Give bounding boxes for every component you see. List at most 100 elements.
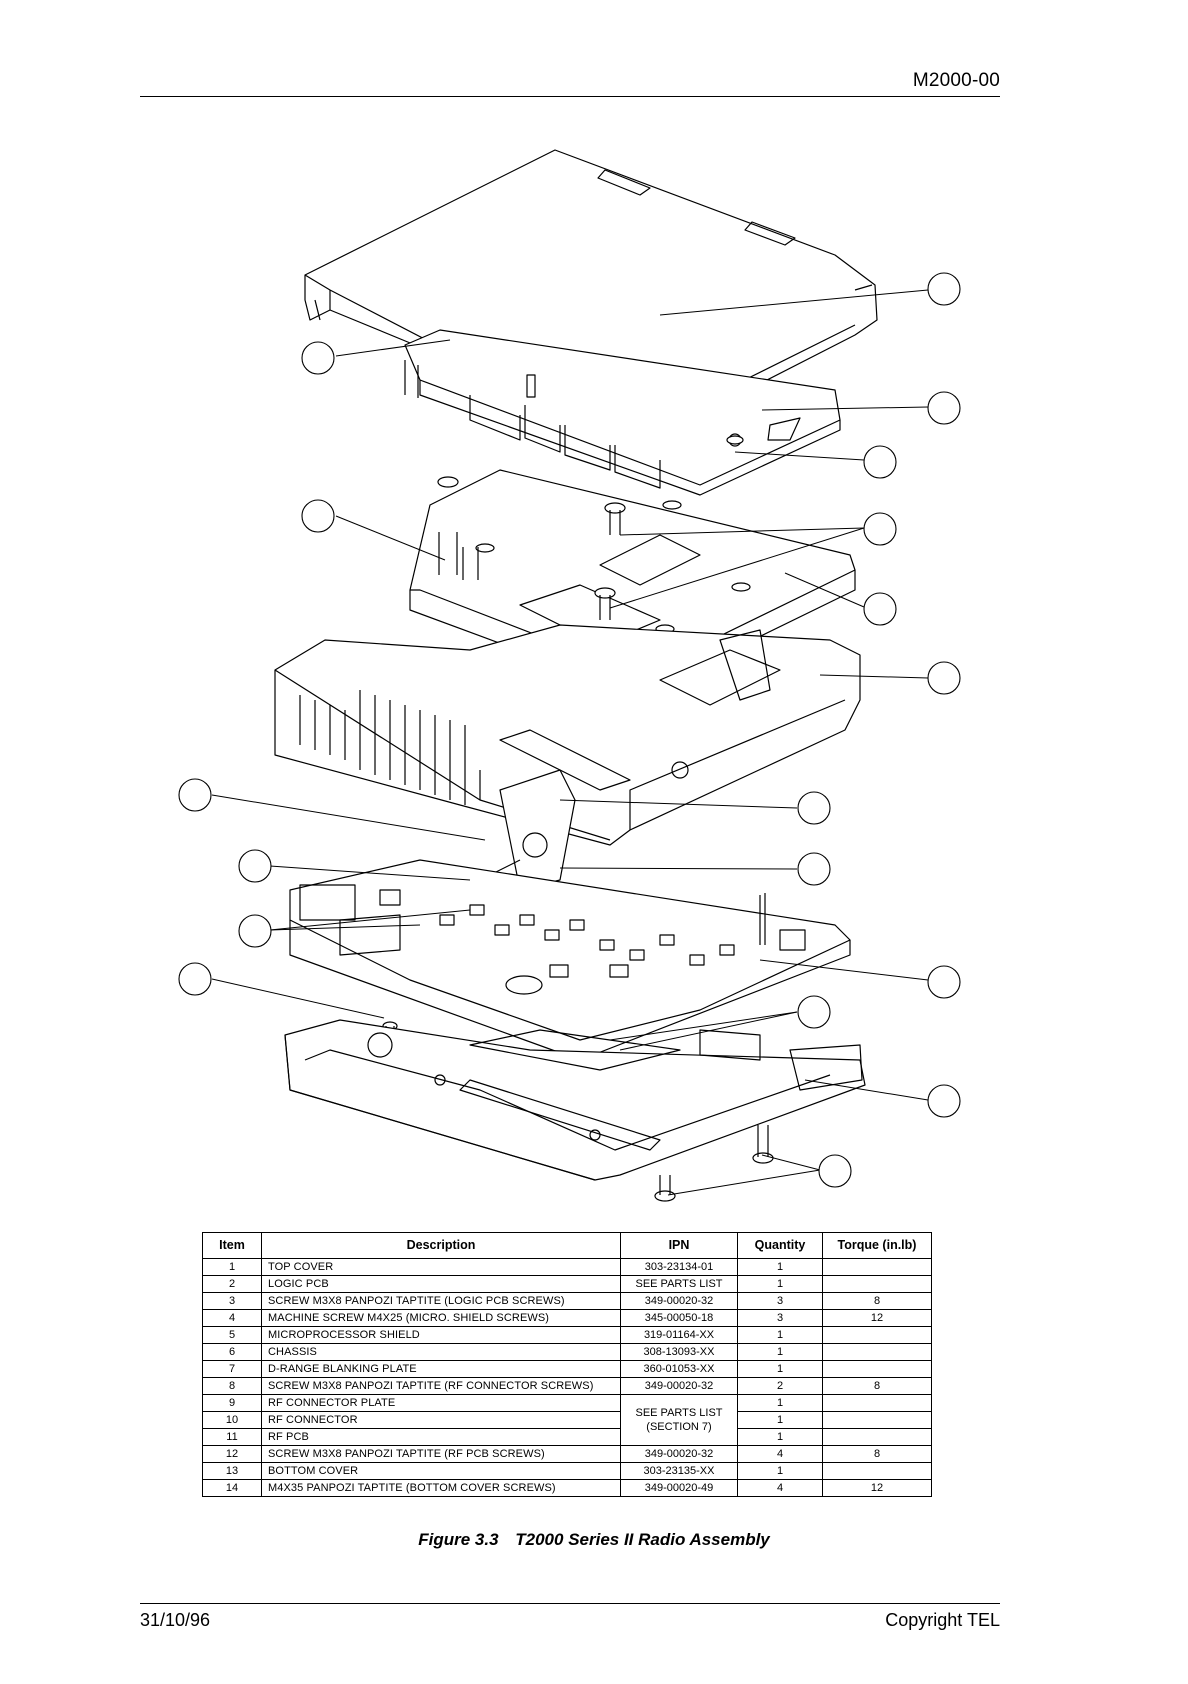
quantity-cell: 1 — [737, 1428, 823, 1446]
ipn-cell: 360-01053-XX — [620, 1360, 738, 1378]
column-header-quantity: Quantity — [737, 1232, 823, 1259]
quantity-cell: 1 — [737, 1343, 823, 1361]
parts-list-table: Item Description IPN Quantity Torque (in… — [202, 1232, 932, 1497]
table-row: 3 SCREW M3X8 PANPOZI TAPTITE (LOGIC PCB … — [202, 1292, 932, 1310]
torque-cell — [822, 1411, 932, 1429]
torque-cell: 8 — [822, 1377, 932, 1395]
torque-cell — [822, 1275, 932, 1293]
description-cell: RF CONNECTOR — [261, 1411, 621, 1429]
footer-copyright: Copyright TEL — [885, 1610, 1000, 1630]
figure-title: T2000 Series II Radio Assembly — [515, 1530, 770, 1549]
table-row: 13 BOTTOM COVER 303-23135-XX 1 — [202, 1462, 932, 1480]
table-row: 14 M4X35 PANPOZI TAPTITE (BOTTOM COVER S… — [202, 1479, 932, 1497]
quantity-cell: 1 — [737, 1360, 823, 1378]
quantity-cell: 2 — [737, 1377, 823, 1395]
torque-cell: 8 — [822, 1292, 932, 1310]
chassis-illustration — [274, 624, 861, 846]
torque-cell — [822, 1360, 932, 1378]
description-cell: MICROPROCESSOR SHIELD — [261, 1326, 621, 1344]
column-header-description: Description — [261, 1232, 621, 1259]
quantity-cell: 4 — [737, 1479, 823, 1497]
item-cell: 12 — [202, 1445, 262, 1463]
ipn-cell: SEE PARTS LIST — [620, 1275, 738, 1293]
table-header-row: Item Description IPN Quantity Torque (in… — [202, 1232, 932, 1259]
table-row: 10 RF CONNECTOR 1 — [202, 1411, 932, 1429]
document-id: M2000-00 — [912, 70, 1000, 91]
item-cell: 1 — [202, 1258, 262, 1276]
ipn-cell: 349-00020-32 — [620, 1377, 738, 1395]
ipn-cell: 308-13093-XX — [620, 1343, 738, 1361]
table-row: 12 SCREW M3X8 PANPOZI TAPTITE (RF PCB SC… — [202, 1445, 932, 1463]
table-row: 1 TOP COVER 303-23134-01 1 — [202, 1258, 932, 1276]
quantity-cell: 4 — [737, 1445, 823, 1463]
item-cell: 2 — [202, 1275, 262, 1293]
item-cell: 11 — [202, 1428, 262, 1446]
column-header-item: Item — [202, 1232, 262, 1259]
torque-cell — [822, 1326, 932, 1344]
quantity-cell: 1 — [737, 1394, 823, 1412]
ipn-cell: 319-01164-XX — [620, 1326, 738, 1344]
figure-caption: Figure 3.3 T2000 Series II Radio Assembl… — [0, 1530, 1188, 1550]
description-cell: RF CONNECTOR PLATE — [261, 1394, 621, 1412]
description-cell: MACHINE SCREW M4X25 (MICRO. SHIELD SCREW… — [261, 1309, 621, 1327]
item-cell: 6 — [202, 1343, 262, 1361]
description-cell: M4X35 PANPOZI TAPTITE (BOTTOM COVER SCRE… — [261, 1479, 621, 1497]
quantity-cell: 1 — [737, 1326, 823, 1344]
screws-illustration — [382, 435, 774, 1202]
quantity-cell: 3 — [737, 1292, 823, 1310]
ipn-merged-cell: SEE PARTS LIST (SECTION 7) — [620, 1394, 738, 1446]
item-cell: 7 — [202, 1360, 262, 1378]
page-header: M2000-00 — [140, 66, 1000, 97]
description-cell: SCREW M3X8 PANPOZI TAPTITE (RF PCB SCREW… — [261, 1445, 621, 1463]
item-cell: 4 — [202, 1309, 262, 1327]
leader-lines — [211, 289, 929, 1196]
bottom-cover-illustration — [284, 1019, 866, 1181]
ipn-cell: 349-00020-32 — [620, 1292, 738, 1310]
description-cell: TOP COVER — [261, 1258, 621, 1276]
torque-cell — [822, 1394, 932, 1412]
torque-cell — [822, 1428, 932, 1446]
table-row: 11 RF PCB 1 — [202, 1428, 932, 1446]
ipn-merged-line-2: (SECTION 7) — [646, 1421, 712, 1433]
torque-cell: 12 — [822, 1309, 932, 1327]
ipn-cell: 303-23134-01 — [620, 1258, 738, 1276]
item-cell: 9 — [202, 1394, 262, 1412]
ipn-cell: 349-00020-32 — [620, 1445, 738, 1463]
torque-cell — [822, 1343, 932, 1361]
page-footer: 31/10/96 Copyright TEL — [140, 1603, 1000, 1630]
table-row: 8 SCREW M3X8 PANPOZI TAPTITE (RF CONNECT… — [202, 1377, 932, 1395]
table-row: 6 CHASSIS 308-13093-XX 1 — [202, 1343, 932, 1361]
item-cell: 5 — [202, 1326, 262, 1344]
item-cell: 14 — [202, 1479, 262, 1497]
item-cell: 3 — [202, 1292, 262, 1310]
ipn-cell: 345-00050-18 — [620, 1309, 738, 1327]
description-cell: LOGIC PCB — [261, 1275, 621, 1293]
quantity-cell: 1 — [737, 1275, 823, 1293]
torque-cell — [822, 1258, 932, 1276]
torque-cell: 8 — [822, 1445, 932, 1463]
table-row: 9 RF CONNECTOR PLATE SEE PARTS LIST (SEC… — [202, 1394, 932, 1446]
column-header-torque: Torque (in.lb) — [822, 1232, 932, 1259]
figure-number: Figure 3.3 — [418, 1530, 499, 1549]
table-row: 7 D-RANGE BLANKING PLATE 360-01053-XX 1 — [202, 1360, 932, 1378]
item-cell: 8 — [202, 1377, 262, 1395]
table-row: 2 LOGIC PCB SEE PARTS LIST 1 — [202, 1275, 932, 1293]
quantity-cell: 1 — [737, 1258, 823, 1276]
ipn-cell: 303-23135-XX — [620, 1462, 738, 1480]
logic-pcb-illustration — [404, 329, 841, 496]
description-cell: SCREW M3X8 PANPOZI TAPTITE (RF CONNECTOR… — [261, 1377, 621, 1395]
table-row: 5 MICROPROCESSOR SHIELD 319-01164-XX 1 — [202, 1326, 932, 1344]
quantity-cell: 3 — [737, 1309, 823, 1327]
description-cell: CHASSIS — [261, 1343, 621, 1361]
quantity-cell: 1 — [737, 1411, 823, 1429]
footer-date: 31/10/96 — [140, 1610, 211, 1630]
ipn-cell: 349-00020-49 — [620, 1479, 738, 1497]
quantity-cell: 1 — [737, 1462, 823, 1480]
description-cell: RF PCB — [261, 1428, 621, 1446]
ipn-merged-line-1: SEE PARTS LIST — [635, 1407, 723, 1419]
callout-circles — [178, 272, 961, 1188]
description-cell: BOTTOM COVER — [261, 1462, 621, 1480]
table-row: 4 MACHINE SCREW M4X25 (MICRO. SHIELD SCR… — [202, 1309, 932, 1327]
torque-cell: 12 — [822, 1479, 932, 1497]
description-cell: D-RANGE BLANKING PLATE — [261, 1360, 621, 1378]
